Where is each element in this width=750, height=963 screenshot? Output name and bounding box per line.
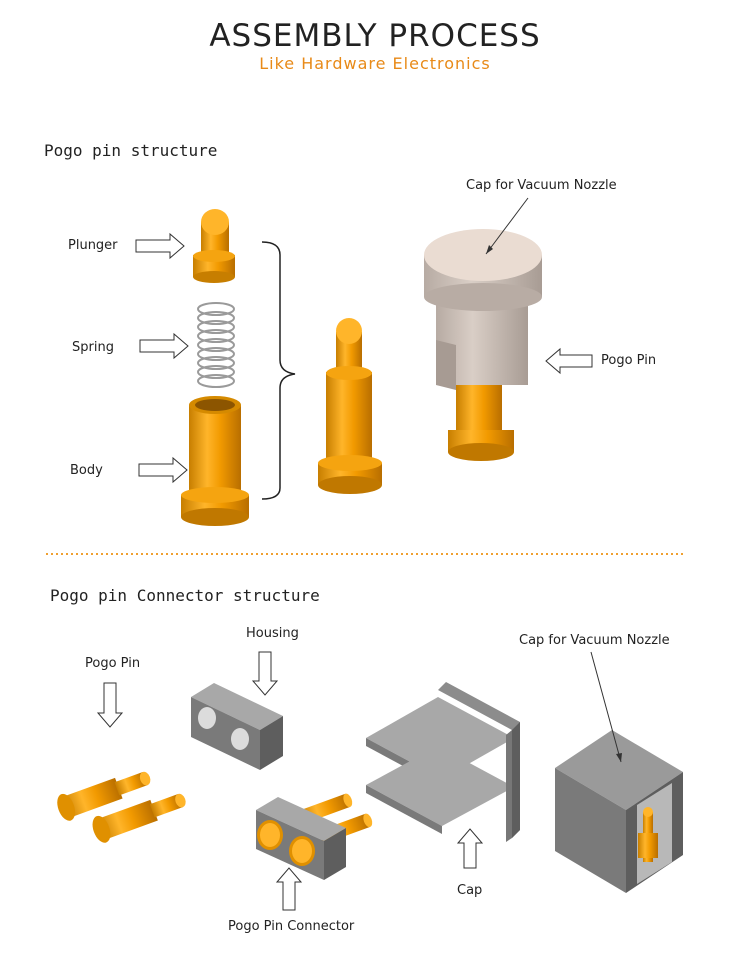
- section-title-pogo-pin: Pogo pin structure: [44, 141, 218, 160]
- label-pogo-pin-connector: Pogo Pin Connector: [228, 919, 355, 934]
- label-connector-cap-vacuum: Cap for Vacuum Nozzle: [519, 633, 670, 648]
- label-cap-vacuum-nozzle: Cap for Vacuum Nozzle: [466, 178, 617, 193]
- arrow-plunger-icon: [135, 232, 185, 260]
- page-subtitle: Like Hardware Electronics: [259, 54, 491, 73]
- plunger-part: [193, 209, 235, 283]
- label-plunger: Plunger: [68, 238, 118, 253]
- label-cap: Cap: [457, 883, 483, 898]
- label-connector-pogo-pin: Pogo Pin: [85, 656, 141, 671]
- cap-part: [366, 682, 520, 842]
- arrow-up-cap-icon: [456, 828, 484, 869]
- label-body: Body: [70, 463, 103, 478]
- body-part: [181, 396, 249, 526]
- label-pogo-pin: Pogo Pin: [601, 353, 657, 368]
- pogo-pin-connector-part: [256, 793, 373, 880]
- arrow-pogo-pin-icon: [545, 347, 593, 375]
- label-housing: Housing: [246, 626, 299, 641]
- pointer-connector-cap-icon: [590, 651, 622, 763]
- spring-part: [197, 302, 235, 388]
- assembled-pogo-pin: [318, 318, 382, 494]
- capped-pogo-pin: [424, 229, 542, 461]
- arrow-down-housing-icon: [251, 651, 279, 696]
- assembled-connector-cap: [555, 730, 683, 893]
- housing-part: [191, 683, 283, 770]
- label-spring: Spring: [72, 340, 114, 355]
- arrow-body-icon: [138, 456, 188, 484]
- arrow-down-pogo-pin-icon: [96, 682, 124, 728]
- loose-pogo-pins: [57, 771, 186, 843]
- arrow-spring-icon: [139, 332, 189, 360]
- grouping-brace: [261, 241, 296, 500]
- arrow-up-connector-icon: [275, 867, 303, 911]
- section-title-connector: Pogo pin Connector structure: [50, 586, 320, 605]
- page-title: ASSEMBLY PROCESS: [209, 18, 541, 54]
- pointer-cap-vacuum-icon: [485, 197, 529, 255]
